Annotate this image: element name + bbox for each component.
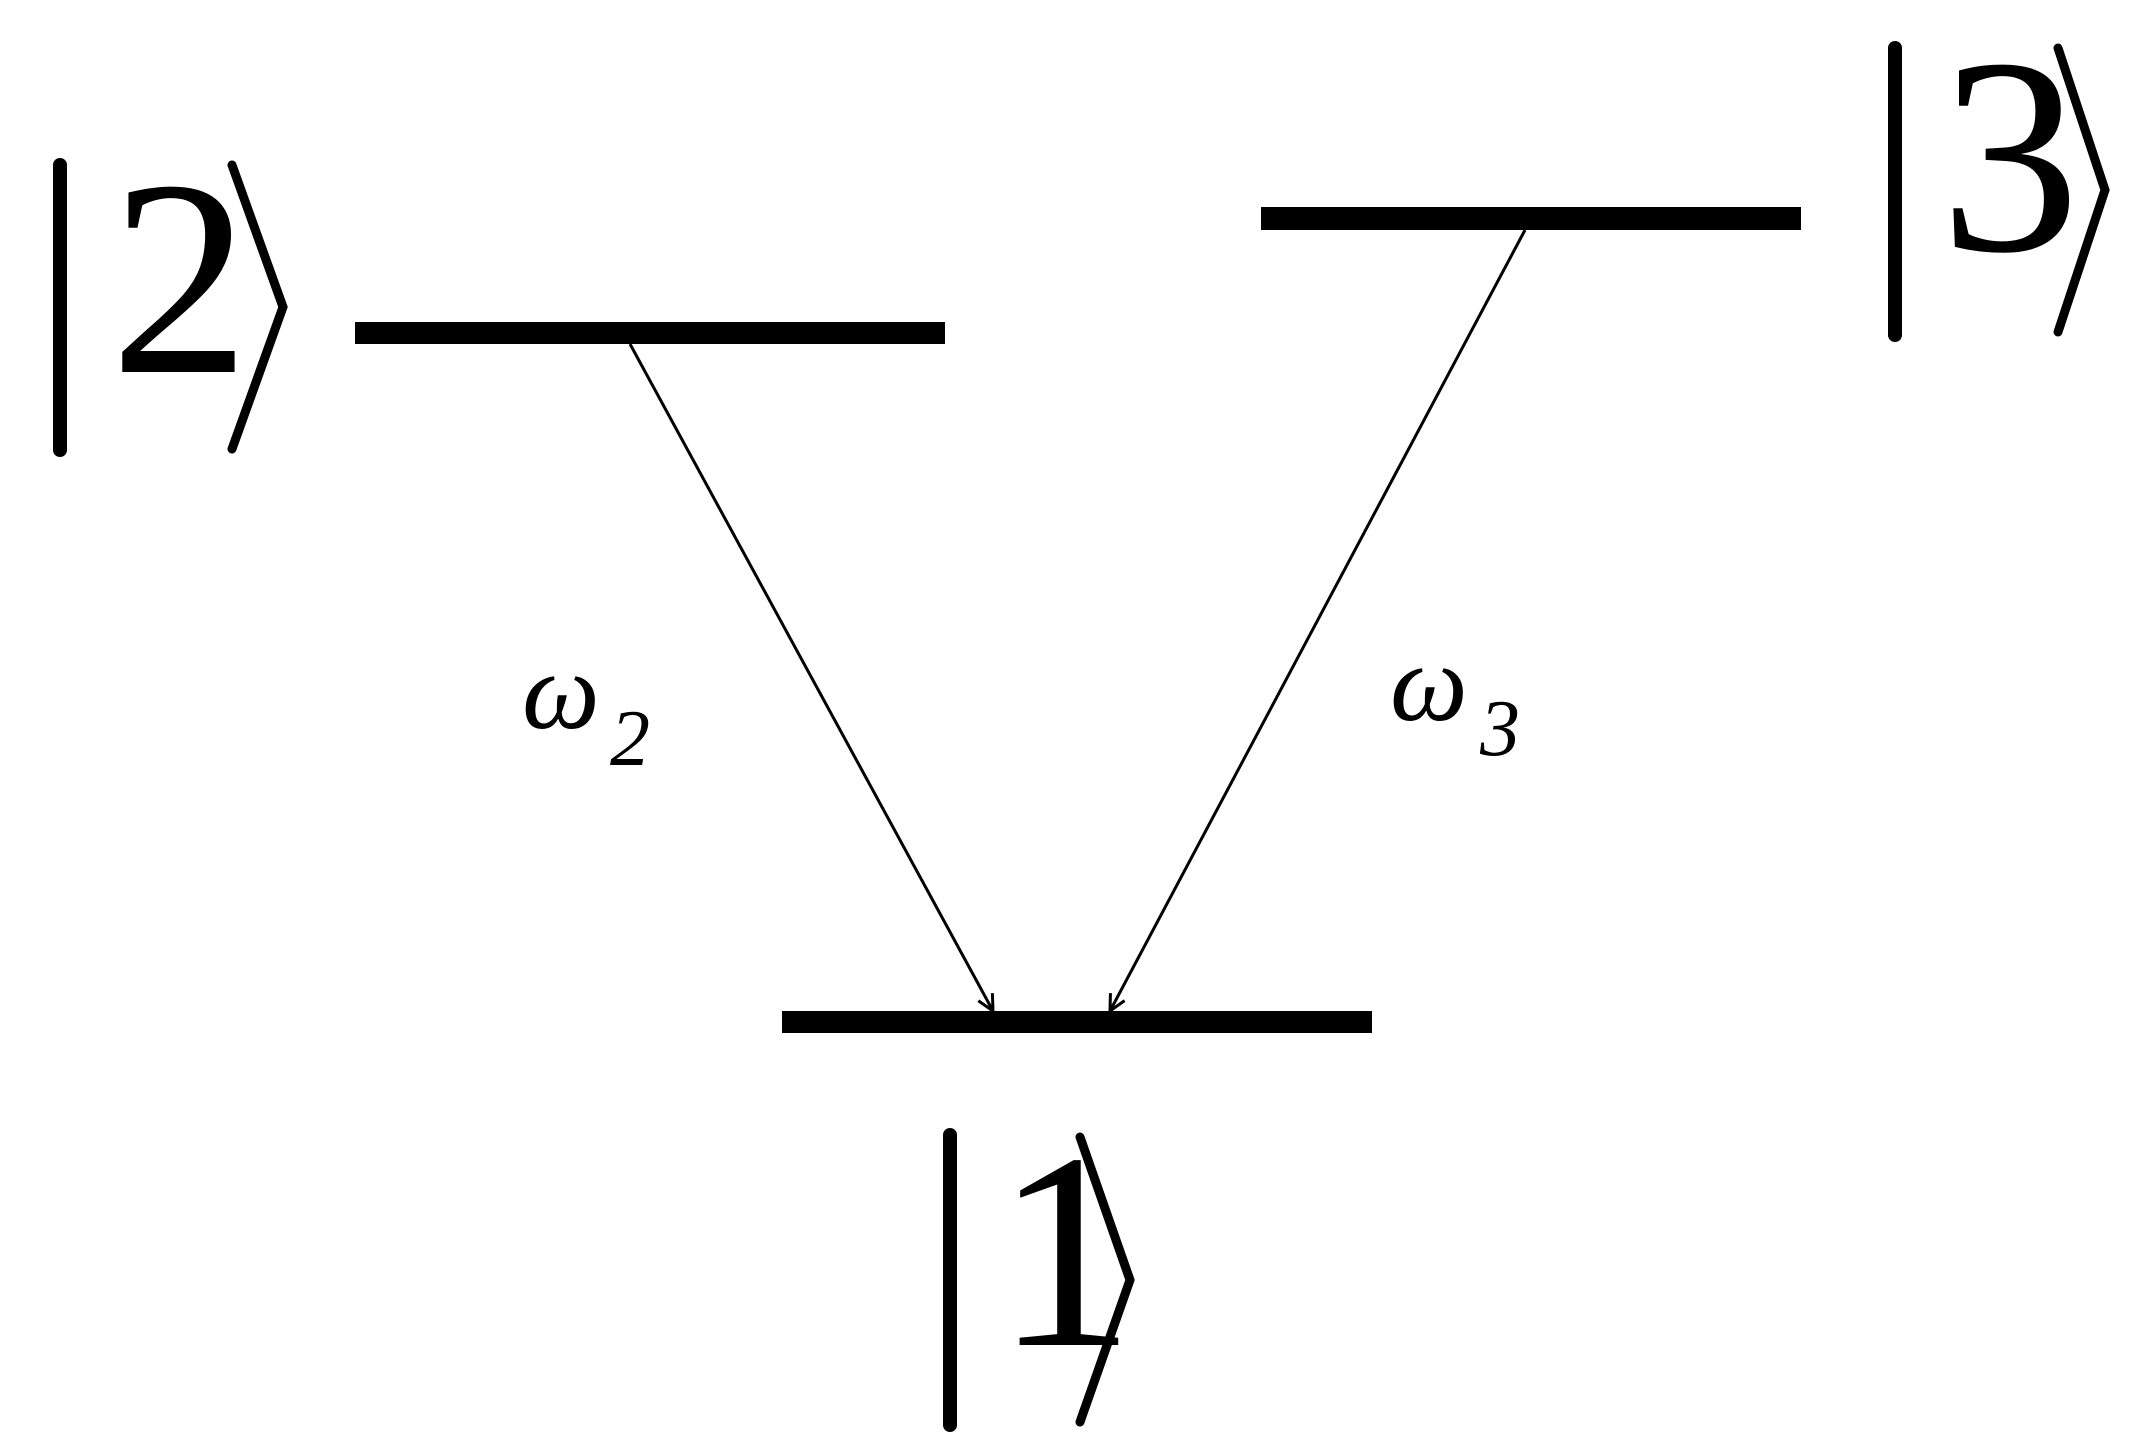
transition-3-to-1-arrow — [1110, 229, 1527, 1011]
transition-2-to-1-arrow — [628, 343, 993, 1011]
ket-1-number: 1 — [995, 1095, 1135, 1406]
omega-3-symbol: ω — [1390, 622, 1468, 744]
ket-3-label: 3 — [1888, 0, 2110, 342]
ket-1-bracket — [1075, 1132, 1135, 1427]
omega-3-subscript: 3 — [1479, 685, 1520, 773]
ket-2-label: 2 — [53, 122, 288, 457]
omega-2-label: ω 2 — [522, 630, 650, 783]
omega-2-symbol: ω — [522, 630, 600, 752]
level-3-line — [1261, 207, 1801, 230]
level-2-line — [355, 322, 945, 344]
ket-3-bracket — [2053, 43, 2110, 337]
ket-1-label: 1 — [943, 1095, 1135, 1432]
omega-2-subscript: 2 — [610, 695, 650, 783]
omega-3-label: ω 3 — [1390, 622, 1520, 773]
ket-2-bracket — [227, 160, 288, 454]
level-1-line — [782, 1011, 1372, 1033]
ket-2-number: 2 — [110, 122, 250, 433]
